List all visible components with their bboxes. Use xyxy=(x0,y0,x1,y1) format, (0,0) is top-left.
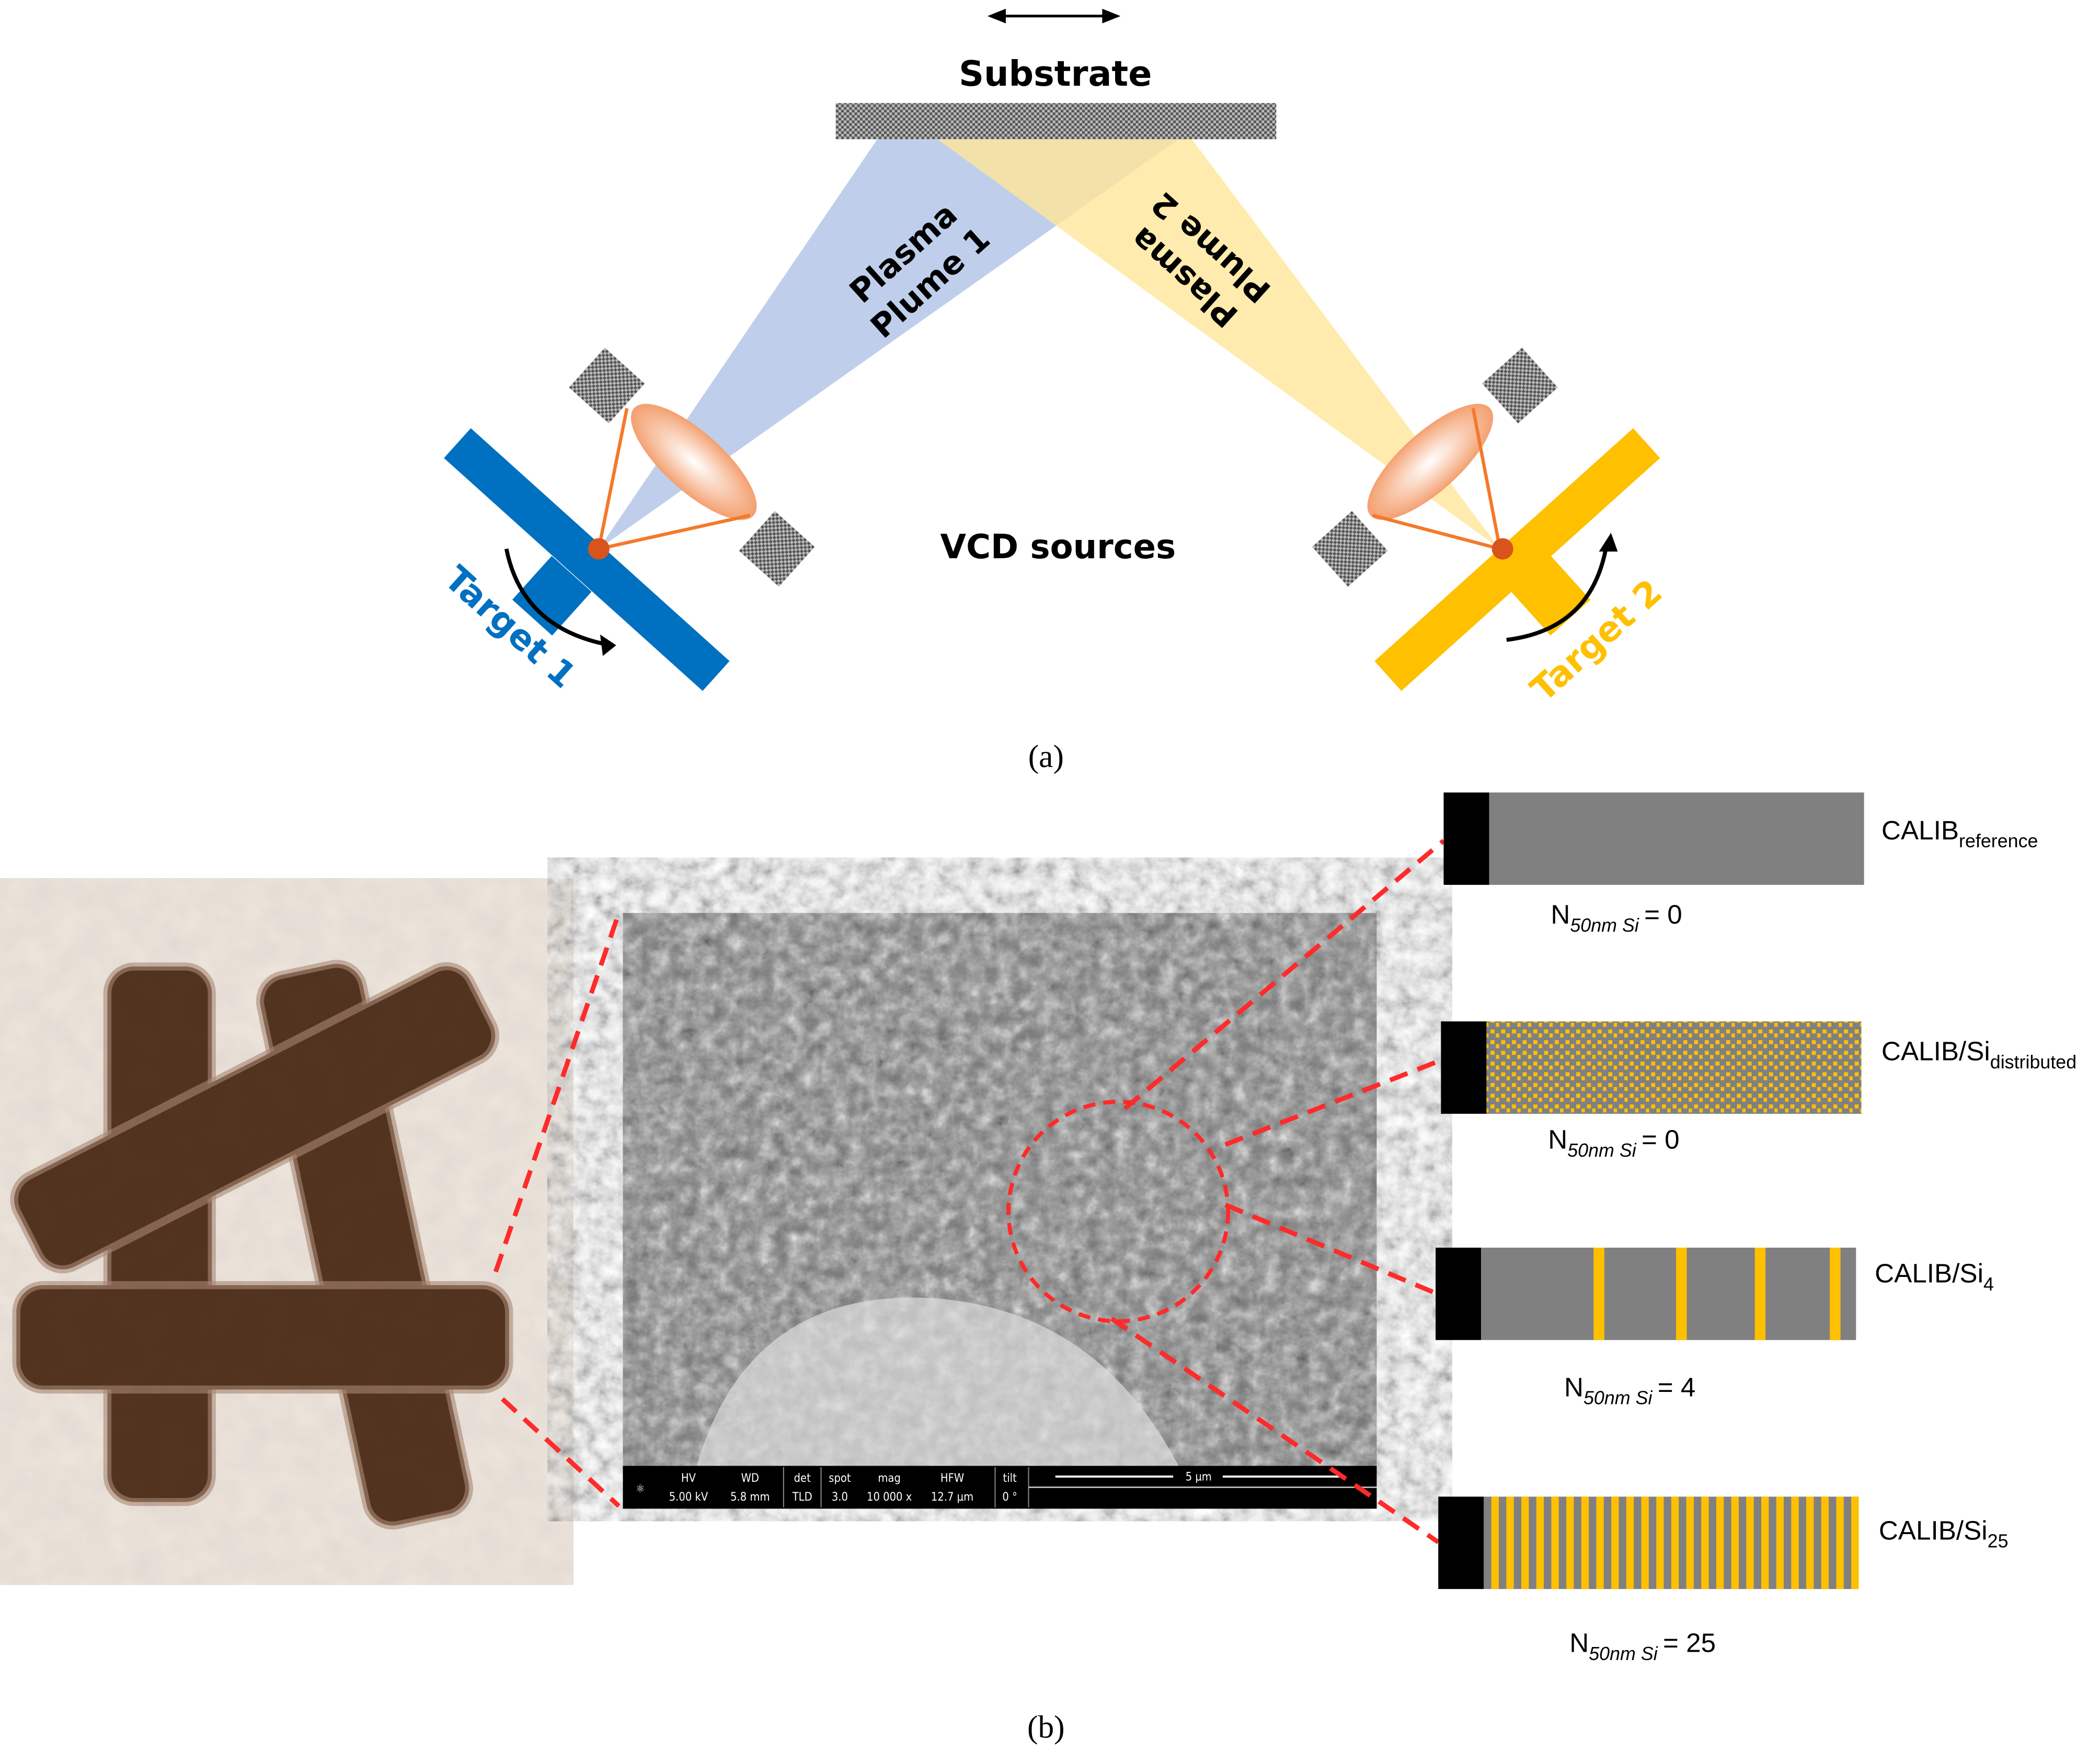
double-arrow-icon xyxy=(987,8,1121,24)
sem-field-value: 3.0 xyxy=(832,1491,848,1504)
substrate-label: Substrate xyxy=(959,53,1152,94)
sem-field-header: HFW xyxy=(940,1472,964,1485)
vcd-sources-label: VCD sources xyxy=(940,528,1176,567)
si-layer xyxy=(1836,1496,1844,1589)
si-layer xyxy=(1521,1496,1529,1589)
sample-name: CALIB/Si4 xyxy=(1875,1259,1994,1295)
si-layer xyxy=(1754,1248,1766,1340)
coating-matrix xyxy=(1481,1248,1856,1340)
si-layer xyxy=(1626,1496,1634,1589)
sem-field-value: TLD xyxy=(792,1491,812,1504)
caption-a: (a) xyxy=(1028,739,1064,775)
rotation-arrow-1-icon xyxy=(504,548,612,648)
si-layer xyxy=(1551,1496,1559,1589)
vcd-source-1b xyxy=(739,511,815,587)
si-layer xyxy=(1791,1496,1799,1589)
sem-field-header: tilt xyxy=(1003,1472,1017,1485)
vcd-source-2b xyxy=(1312,511,1388,587)
sem-field-value: 5.8 mm xyxy=(730,1491,770,1504)
sem-field: HFW 12.7 µm xyxy=(931,1472,973,1504)
sem-field-value: 5.00 kV xyxy=(669,1491,708,1504)
substrate-block xyxy=(1443,792,1489,885)
sem-field-header: WD xyxy=(741,1472,759,1485)
substrate-block xyxy=(1441,1021,1487,1114)
lens-2 xyxy=(1367,404,1494,520)
si-layer xyxy=(1701,1496,1709,1589)
si-layer xyxy=(1566,1496,1574,1589)
scale-bar-label: 5 µm xyxy=(1186,1471,1212,1484)
lens-1 xyxy=(630,404,757,520)
coating-matrix xyxy=(1489,792,1864,885)
si-layer xyxy=(1716,1496,1724,1589)
si-layer xyxy=(1536,1496,1544,1589)
si-layer xyxy=(1641,1496,1649,1589)
si-layer xyxy=(1676,1248,1687,1340)
si-layer xyxy=(1593,1248,1604,1340)
si-layer xyxy=(1746,1496,1754,1589)
panel-a: Substrate Plasma Plume 1 Plasma Plume 2 … xyxy=(437,8,1670,775)
sample-name: CALIB/Si25 xyxy=(1879,1515,2009,1551)
sem-field: mag 10 000 x xyxy=(867,1472,912,1504)
sem-field-header: det xyxy=(794,1472,811,1485)
si-layer xyxy=(1761,1496,1769,1589)
sem-field: spot 3.0 xyxy=(829,1472,851,1504)
si-layer xyxy=(1506,1496,1514,1589)
si-layer-count: N50nm Si= 25 xyxy=(1569,1628,1716,1664)
si-layer xyxy=(1821,1496,1829,1589)
sem-field-header: spot xyxy=(829,1472,851,1485)
si-layer xyxy=(1671,1496,1679,1589)
coating-matrix xyxy=(1486,1021,1862,1114)
sem-field: tilt 0 ° xyxy=(1002,1472,1017,1504)
substrate-block xyxy=(1436,1248,1482,1340)
vcd-source-1a xyxy=(569,348,645,423)
si-layer xyxy=(1806,1496,1814,1589)
fei-logo-icon: ⚛ xyxy=(636,1483,645,1496)
si-layer xyxy=(1731,1496,1739,1589)
sem-field-value: 12.7 µm xyxy=(931,1491,973,1504)
sem-field-header: HV xyxy=(681,1472,696,1485)
si-layer-count: N50nm Si= 4 xyxy=(1564,1372,1695,1408)
substrate xyxy=(835,103,1277,140)
si-layer xyxy=(1830,1248,1841,1340)
si-layer xyxy=(1581,1496,1589,1589)
sample-name: CALIB/Sidistributed xyxy=(1881,1036,2076,1072)
si-layer-count: N50nm Si= 0 xyxy=(1551,900,1682,936)
substrate-block xyxy=(1438,1496,1484,1589)
plasma-plume-2 xyxy=(937,139,1500,549)
sample-name: CALIBreference xyxy=(1881,815,2038,851)
caption-b: (b) xyxy=(1027,1709,1065,1745)
si-layer-count: N50nm Si= 0 xyxy=(1548,1124,1679,1160)
si-layer xyxy=(1776,1496,1784,1589)
sem-field-value: 10 000 x xyxy=(867,1491,912,1504)
zoom-lines xyxy=(493,838,1445,1545)
sem-field: WD 5.8 mm xyxy=(730,1472,770,1504)
si-layer xyxy=(1596,1496,1604,1589)
si-layer xyxy=(1611,1496,1619,1589)
fiber-mesh-illustration xyxy=(10,937,523,1530)
si-layer xyxy=(1491,1496,1499,1589)
si-layer xyxy=(1851,1496,1859,1589)
sem-field-header: mag xyxy=(878,1472,900,1485)
si-layer xyxy=(1656,1496,1664,1589)
rotation-arrow-2-icon xyxy=(1506,542,1609,642)
sem-field: HV 5.00 kV xyxy=(669,1472,708,1504)
vcd-source-2a xyxy=(1482,348,1558,423)
si-layer xyxy=(1686,1496,1694,1589)
sem-field-value: 0 ° xyxy=(1002,1491,1017,1504)
